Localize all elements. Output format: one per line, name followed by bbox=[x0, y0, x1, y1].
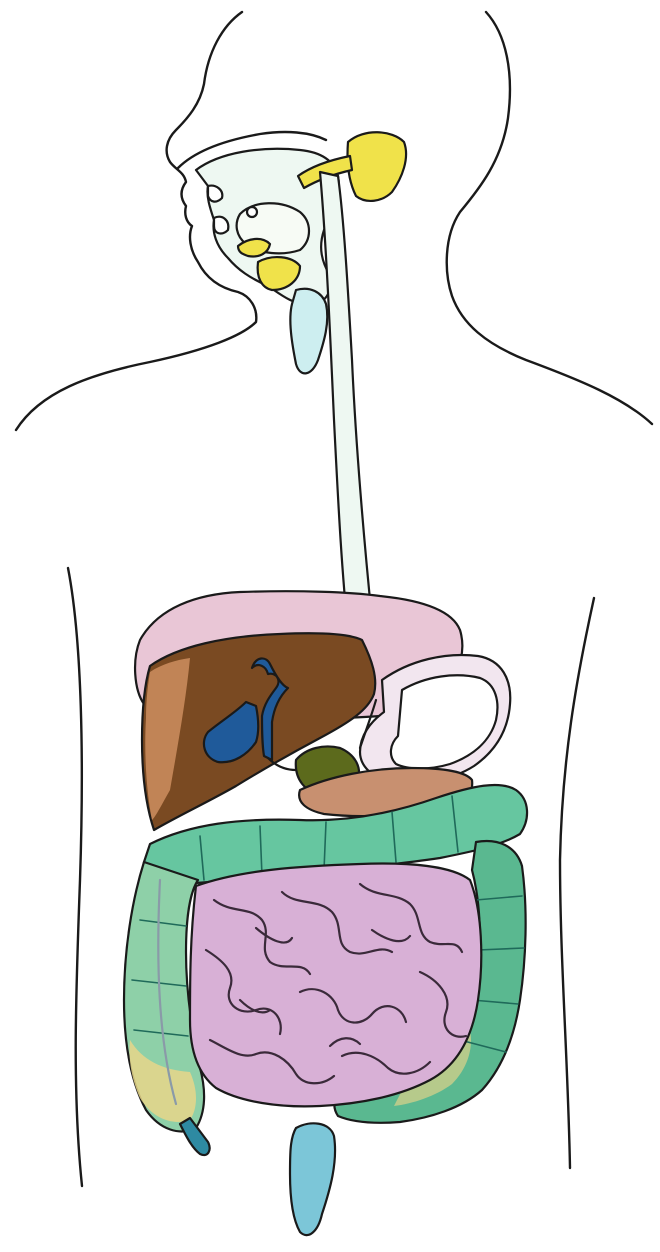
parotid-gland bbox=[347, 132, 406, 201]
uvula bbox=[247, 207, 257, 217]
appendix bbox=[180, 1118, 210, 1155]
torso-right-outline bbox=[560, 598, 594, 1168]
head-back-outline bbox=[447, 12, 652, 424]
rectum bbox=[290, 1123, 335, 1235]
pharynx bbox=[290, 289, 327, 374]
torso-left-outline bbox=[68, 568, 82, 1186]
